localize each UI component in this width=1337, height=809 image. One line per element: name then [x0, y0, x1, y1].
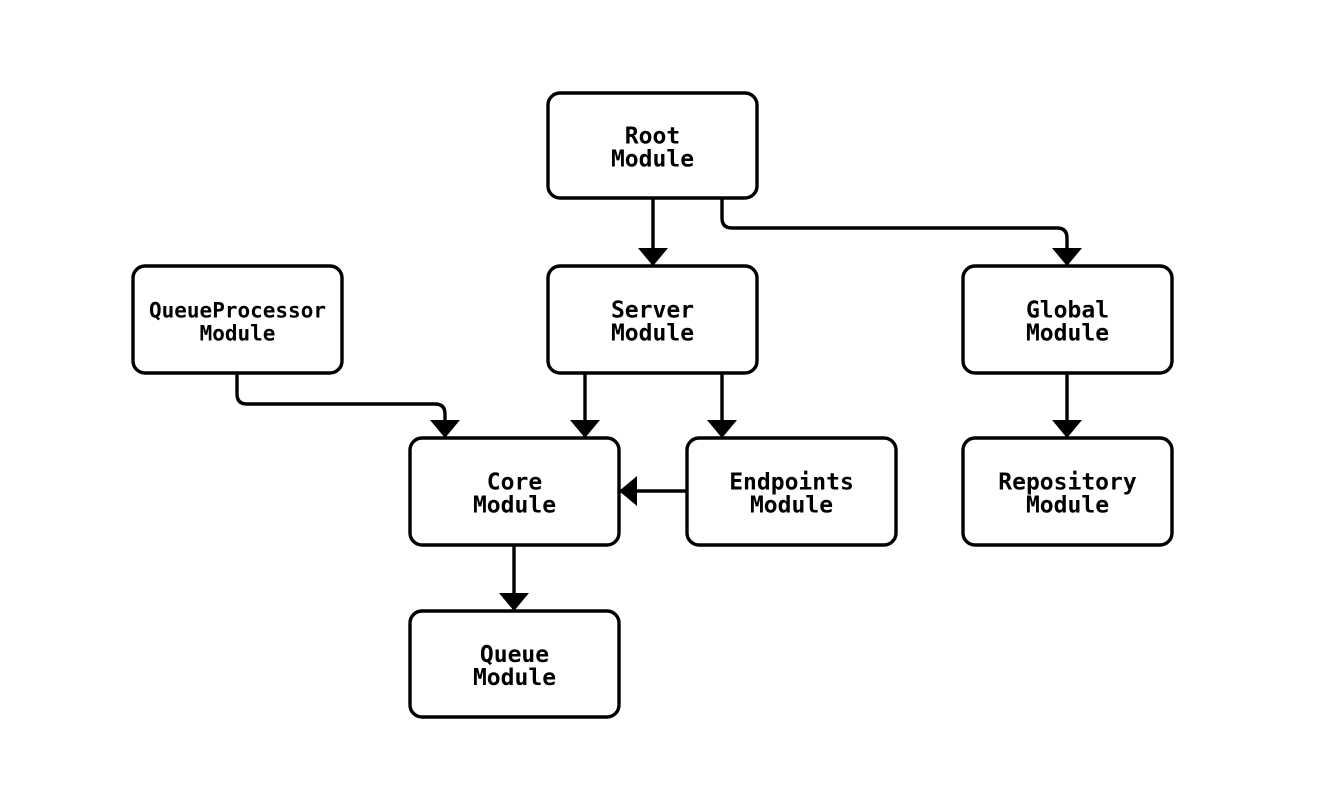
node-label-line: Module: [1026, 321, 1109, 347]
node-label-line: Module: [750, 493, 833, 519]
node-box: [546, 91, 759, 200]
node-box: [408, 609, 621, 719]
node-label-line: Queue: [480, 642, 549, 668]
node-label-line: Global: [1026, 298, 1109, 324]
node-label-line: Module: [611, 321, 694, 347]
node-label-line: Module: [473, 665, 556, 691]
node-box: [961, 264, 1174, 375]
edge-root-module-to-global-module: [720, 198, 1082, 266]
node-box: [131, 264, 344, 375]
node-box: [961, 436, 1174, 547]
node-label-line: QueueProcessor: [149, 299, 326, 323]
node-box: [546, 264, 759, 375]
node-box: [685, 436, 898, 547]
node-label-line: Module: [1026, 493, 1109, 519]
node-label-line: Core: [487, 470, 542, 496]
edge-queueprocessor-module-to-core-module: [235, 373, 460, 438]
node-label-line: Module: [473, 493, 556, 519]
node-label-line: Root: [625, 124, 680, 150]
node-label-line: Module: [611, 147, 694, 173]
node-label-line: Server: [611, 298, 694, 324]
node-label-line: Repository: [998, 470, 1137, 496]
node-box: [408, 436, 621, 547]
node-label-line: Module: [200, 322, 276, 346]
node-label-line: Endpoints: [729, 470, 854, 496]
